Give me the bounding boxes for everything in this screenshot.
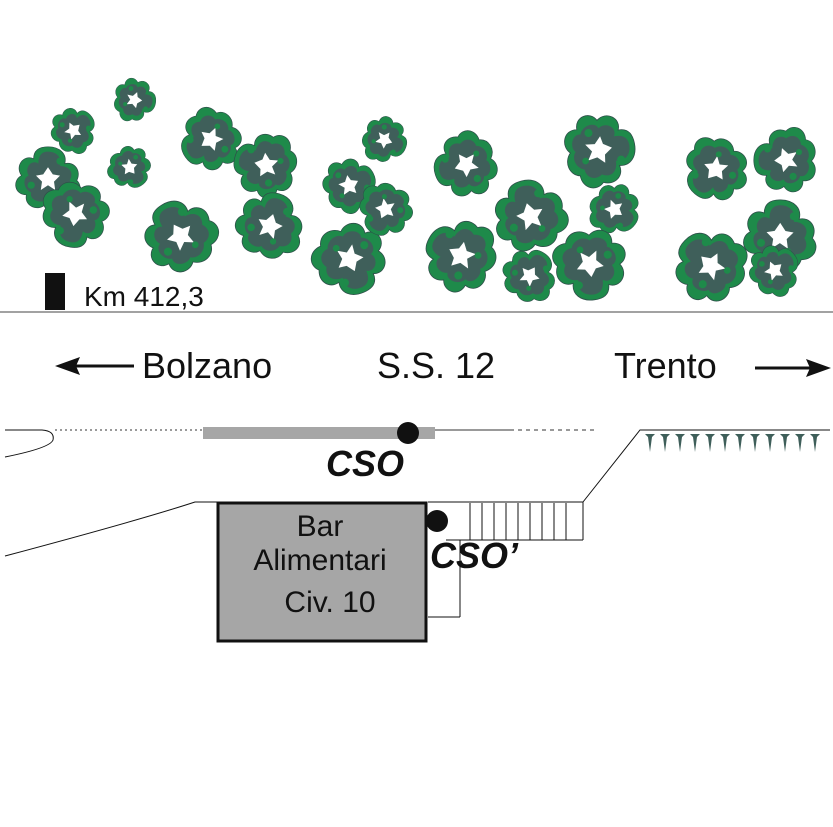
- tree-canopy-icon: [112, 76, 158, 124]
- tree-canopy-icon: [411, 205, 509, 304]
- building-label-line3: Civ. 10: [284, 586, 375, 619]
- direction-left-label: Bolzano: [142, 345, 272, 386]
- grass-tuft-icon: [765, 434, 775, 452]
- building-bar-alimentari: [216, 501, 428, 643]
- cso-prime-label: CSO’: [430, 535, 519, 576]
- arrow-left-icon: [55, 357, 134, 375]
- grass-tuft-icon: [690, 434, 700, 452]
- stairs-hatch: [428, 501, 584, 618]
- grass-tuft-icon: [705, 434, 715, 452]
- grass-tuft-icon: [750, 434, 760, 452]
- grass-strip: [645, 434, 820, 452]
- grass-tuft-icon: [795, 434, 805, 452]
- tree-canopy-icon: [549, 225, 632, 305]
- km-marker-label: Km 412,3: [84, 281, 204, 312]
- tree-canopy-icon: [558, 106, 643, 193]
- left-curb: [4, 429, 54, 458]
- grass-tuft-icon: [735, 434, 745, 452]
- tree-canopy-icon: [228, 183, 312, 266]
- tree-canopy-icon: [130, 185, 230, 284]
- tree-canopy-icon: [751, 125, 818, 195]
- grass-tuft-icon: [645, 434, 655, 452]
- cso-prime-point: [426, 510, 448, 532]
- road-name-label: S.S. 12: [377, 345, 495, 386]
- tree-line: [15, 76, 818, 316]
- grass-tuft-icon: [660, 434, 670, 452]
- right-verge-edge: [582, 429, 830, 503]
- grass-tuft-icon: [780, 434, 790, 452]
- km-marker-post: [45, 273, 65, 310]
- direction-right-label: Trento: [614, 345, 717, 386]
- grass-tuft-icon: [810, 434, 820, 452]
- gray-barrier: [203, 427, 435, 439]
- grass-tuft-icon: [720, 434, 730, 452]
- tree-canopy-icon: [100, 138, 161, 199]
- tree-canopy-icon: [658, 213, 761, 316]
- left-sidewalk-edge: [4, 501, 218, 557]
- arrow-right-icon: [755, 359, 831, 377]
- tree-canopy-icon: [669, 125, 761, 216]
- grass-tuft-icon: [675, 434, 685, 452]
- tree-canopy-icon: [424, 124, 506, 207]
- building-label-line2: Alimentari: [253, 544, 386, 577]
- tree-canopy-icon: [356, 110, 415, 170]
- cso-point: [397, 422, 419, 444]
- cso-label: CSO: [326, 443, 404, 484]
- building-label-line1: Bar: [297, 510, 344, 543]
